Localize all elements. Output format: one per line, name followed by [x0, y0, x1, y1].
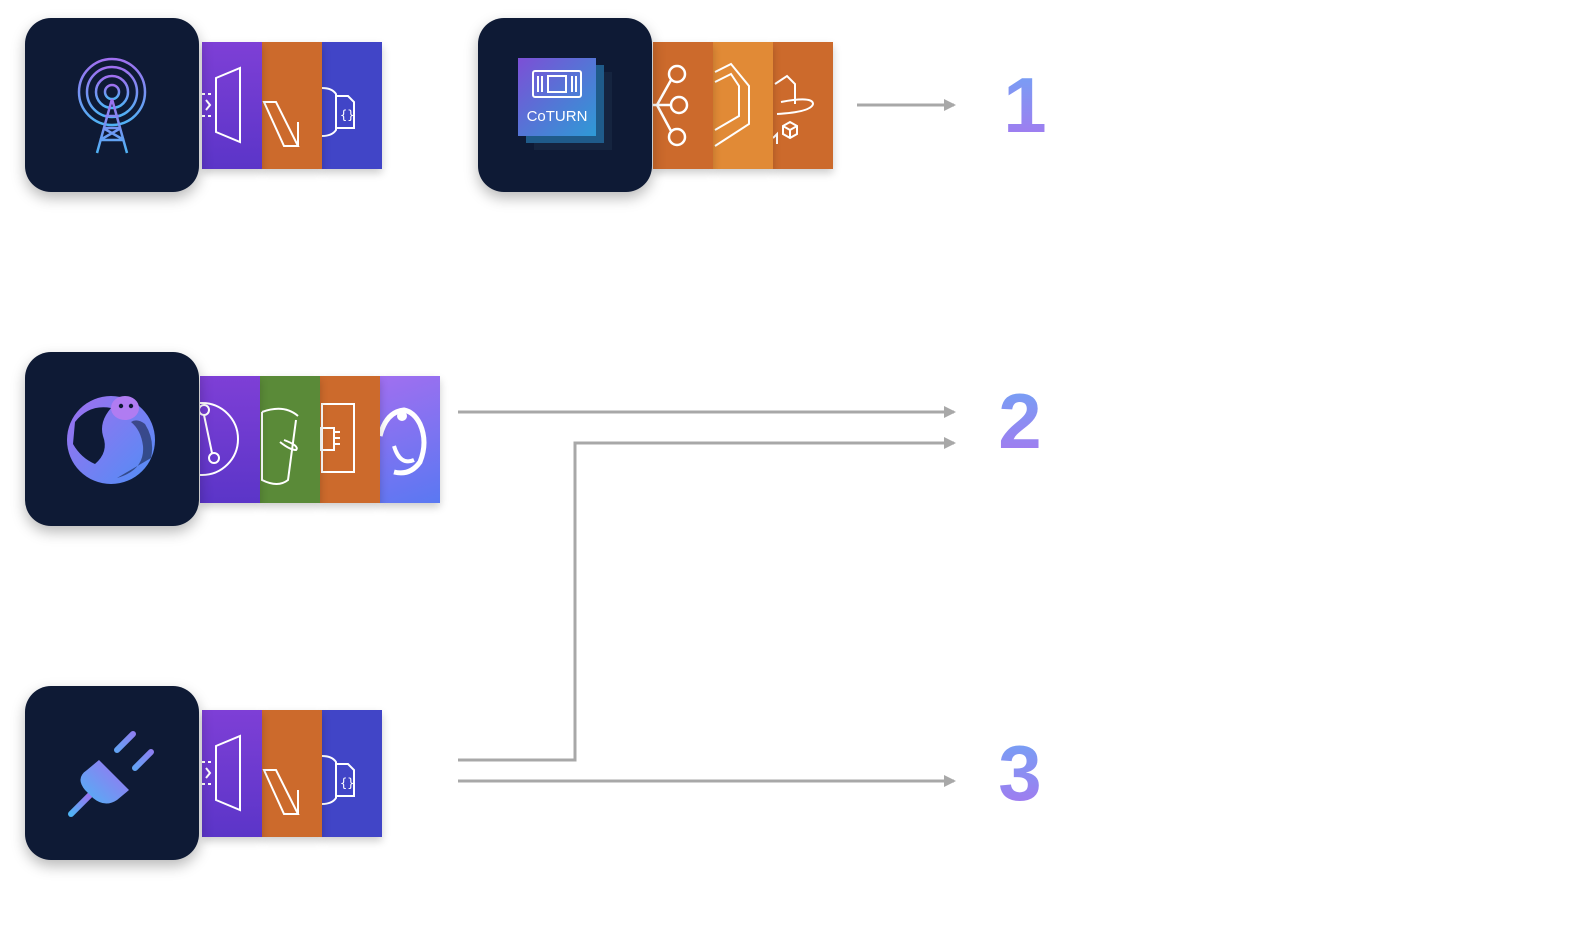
dynamodb-icon-2: {} — [322, 710, 382, 837]
svg-text:{}: {} — [340, 108, 354, 122]
radio-tower-icon — [77, 57, 147, 154]
coturn-card: CoTURN — [478, 18, 652, 192]
s3-bucket-icon — [260, 376, 320, 503]
otter-icon — [380, 376, 440, 503]
cloudfront-icon — [200, 376, 260, 503]
otter-globe-icon — [67, 396, 155, 484]
lambda-icon-2 — [262, 710, 322, 837]
sns-icon — [653, 42, 713, 169]
svg-text:{}: {} — [340, 776, 354, 790]
output-number-2: 2 — [998, 378, 1041, 458]
plug-icon — [68, 731, 154, 817]
lambda-icon — [262, 42, 322, 169]
svg-text:1: 1 — [1003, 62, 1046, 142]
plug-card — [25, 686, 199, 860]
ecr-icon — [773, 42, 833, 169]
output-number-1: 1 — [1003, 62, 1046, 142]
ec2-icon — [320, 376, 380, 503]
api-gateway-icon-2 — [202, 710, 262, 837]
svg-text:2: 2 — [998, 378, 1041, 458]
api-gateway-icon — [202, 42, 262, 169]
dynamodb-icon: {} — [322, 42, 382, 169]
arrow-plug-to-2 — [458, 437, 956, 762]
output-number-3: 3 — [998, 730, 1041, 810]
coturn-icon — [518, 58, 612, 150]
otter-globe-card — [25, 352, 199, 526]
ecs-icon — [713, 42, 773, 169]
svg-text:3: 3 — [998, 730, 1041, 810]
coturn-label: CoTURN — [526, 108, 588, 125]
radio-tower-card — [25, 18, 199, 192]
